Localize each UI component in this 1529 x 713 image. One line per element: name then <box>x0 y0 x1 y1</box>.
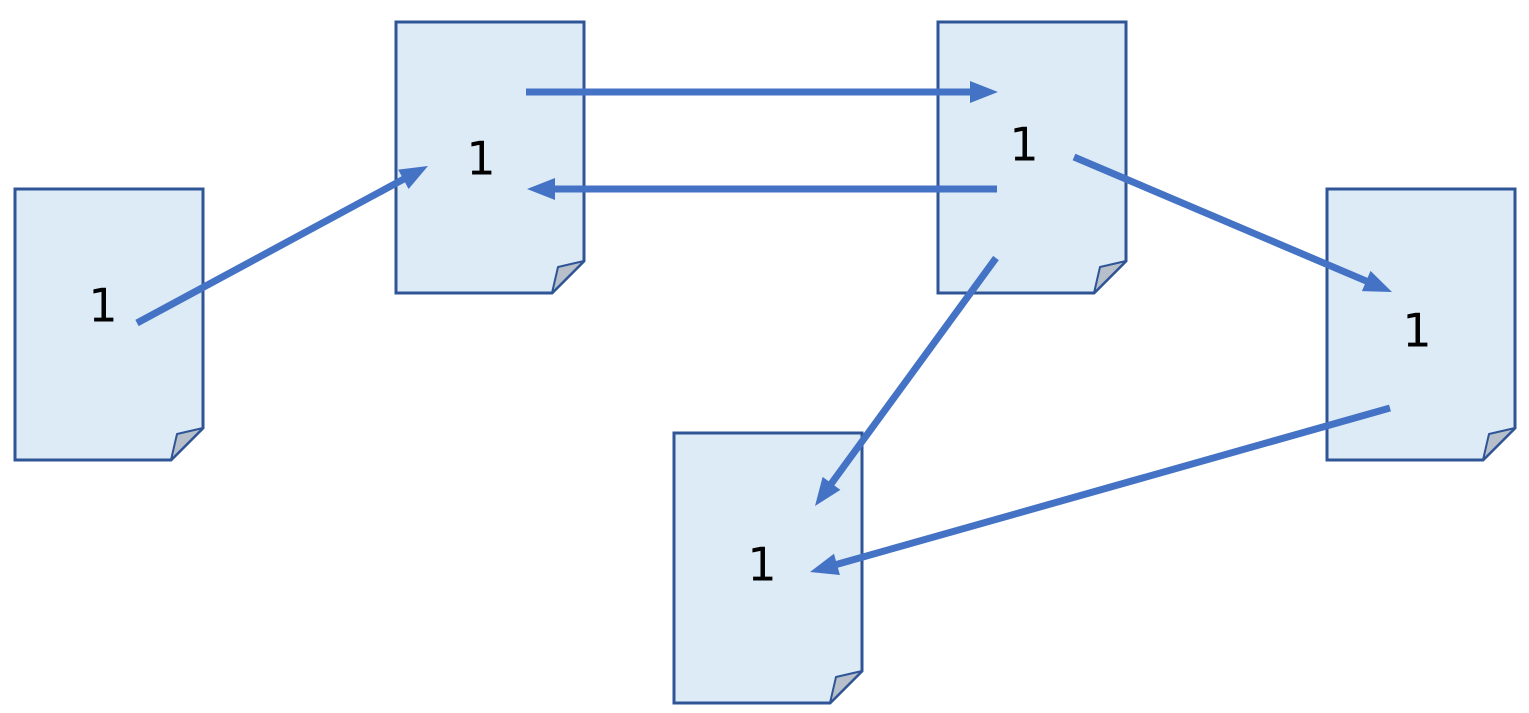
document-fold-corner <box>551 260 585 294</box>
arrow-head <box>398 166 428 189</box>
arrow-shaft <box>827 255 999 488</box>
arrow-doc-left-to-doc-top-center-left <box>135 166 428 327</box>
arrow-shaft <box>135 175 407 327</box>
arrow-doc-right-to-doc-bottom <box>810 404 1391 575</box>
arrow-doc-top-center-right-to-doc-bottom <box>815 255 999 506</box>
document-fold-corner <box>1093 260 1127 294</box>
document-fold-corner <box>829 670 863 704</box>
arrow-head <box>1361 270 1392 292</box>
arrow-doc-top-center-left-to-doc-top-center-right <box>526 81 998 103</box>
document-label: 1 <box>88 279 117 333</box>
doc-right: 1 <box>1325 187 1517 462</box>
document-label: 1 <box>1402 304 1431 358</box>
arrow-head <box>815 476 841 506</box>
doc-left: 1 <box>13 187 205 462</box>
arrow-doc-top-center-right-to-doc-top-center-left <box>527 178 997 200</box>
document-label: 1 <box>747 538 776 592</box>
arrow-head <box>970 81 998 103</box>
document-fold-corner <box>1482 427 1516 461</box>
arrow-shaft <box>1072 153 1370 286</box>
document-label: 1 <box>466 132 495 186</box>
document-label: 1 <box>1009 118 1038 172</box>
document-fold-corner <box>170 427 204 461</box>
doc-bottom: 1 <box>672 431 864 705</box>
arrow-doc-top-center-right-to-doc-right <box>1072 153 1392 292</box>
arrow-shaft <box>834 404 1391 569</box>
arrow-head <box>527 178 555 200</box>
doc-top-center-right: 1 <box>936 20 1128 295</box>
documents-layer: 1 1 1 1 1 <box>13 20 1517 705</box>
doc-top-center-left: 1 <box>394 20 586 295</box>
arrow-head <box>810 553 840 575</box>
arrows-layer <box>135 81 1392 575</box>
